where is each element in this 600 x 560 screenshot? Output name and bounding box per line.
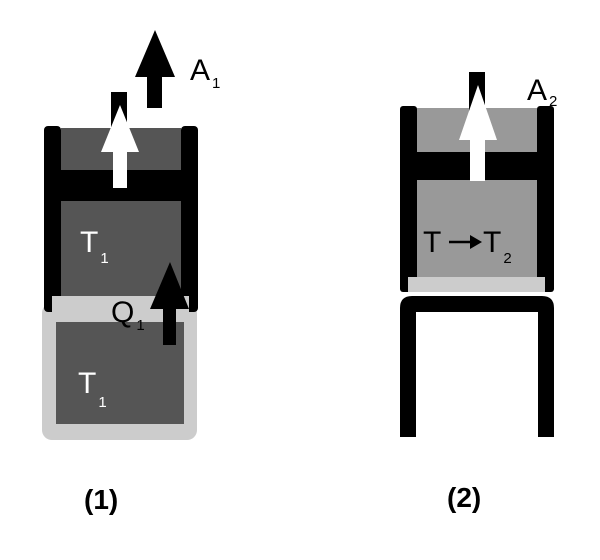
heat-plate-2 [408, 277, 545, 292]
heat-reservoir-interior [56, 322, 184, 424]
cylinder-1-right-wall [181, 126, 198, 312]
reservoir-temperature-label: T1 [78, 367, 107, 411]
support-stand [400, 296, 554, 437]
cylinder-2-left-wall [400, 106, 417, 292]
piston-arrow-2-icon [459, 85, 497, 181]
work-arrow-1-icon [135, 30, 175, 108]
cylinder-1-left-wall [44, 126, 61, 312]
panel-2-caption: (2) [447, 482, 481, 513]
gas-chamber-1 [61, 201, 181, 296]
cylinder-2-right-wall [537, 106, 554, 292]
heat-arrow-icon [150, 262, 189, 345]
arrow-right-icon [449, 235, 482, 249]
panel-1-caption: (1) [84, 484, 118, 515]
piston-arrow-1-icon [101, 105, 139, 188]
gas-2-temperature-from-label: T [423, 226, 441, 259]
gas-chamber-2 [417, 180, 537, 277]
